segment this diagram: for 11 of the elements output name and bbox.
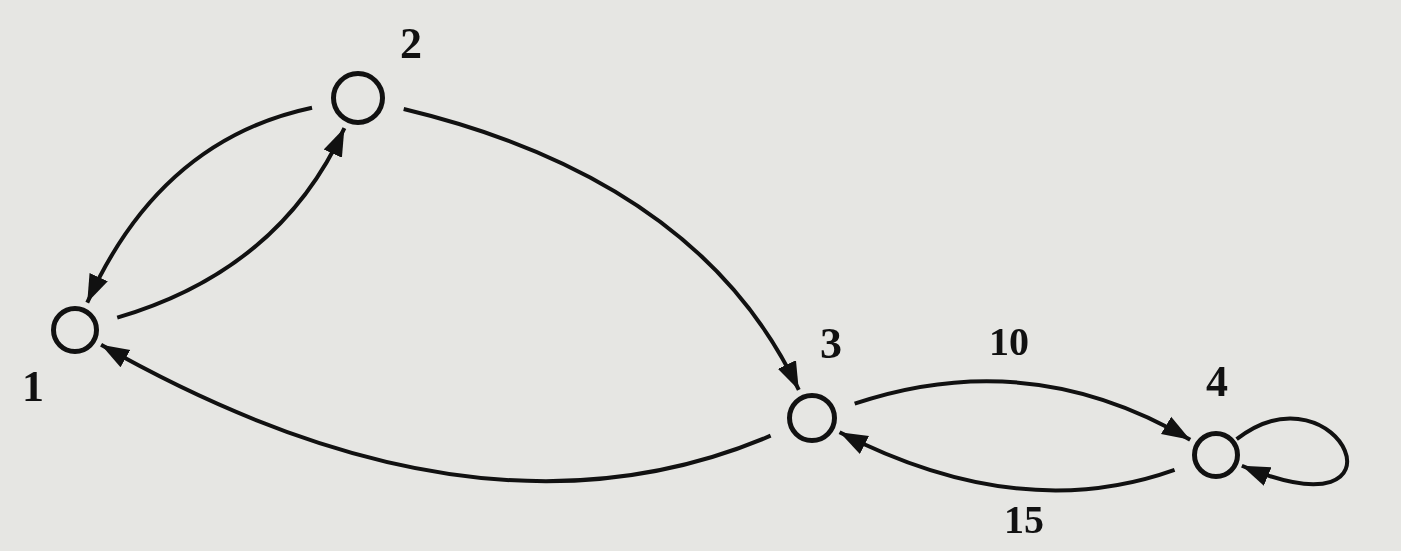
arrow — [85, 105, 313, 304]
node-number: 2 — [400, 22, 422, 66]
arrow — [854, 379, 1192, 442]
arrow — [1235, 416, 1349, 487]
node-number: 1 — [22, 365, 44, 409]
arrow — [116, 127, 347, 320]
arrow — [403, 107, 801, 391]
node-number: 3 — [820, 322, 842, 366]
arrow — [838, 430, 1176, 493]
arrow — [100, 343, 772, 483]
node-number: 4 — [1206, 360, 1228, 404]
